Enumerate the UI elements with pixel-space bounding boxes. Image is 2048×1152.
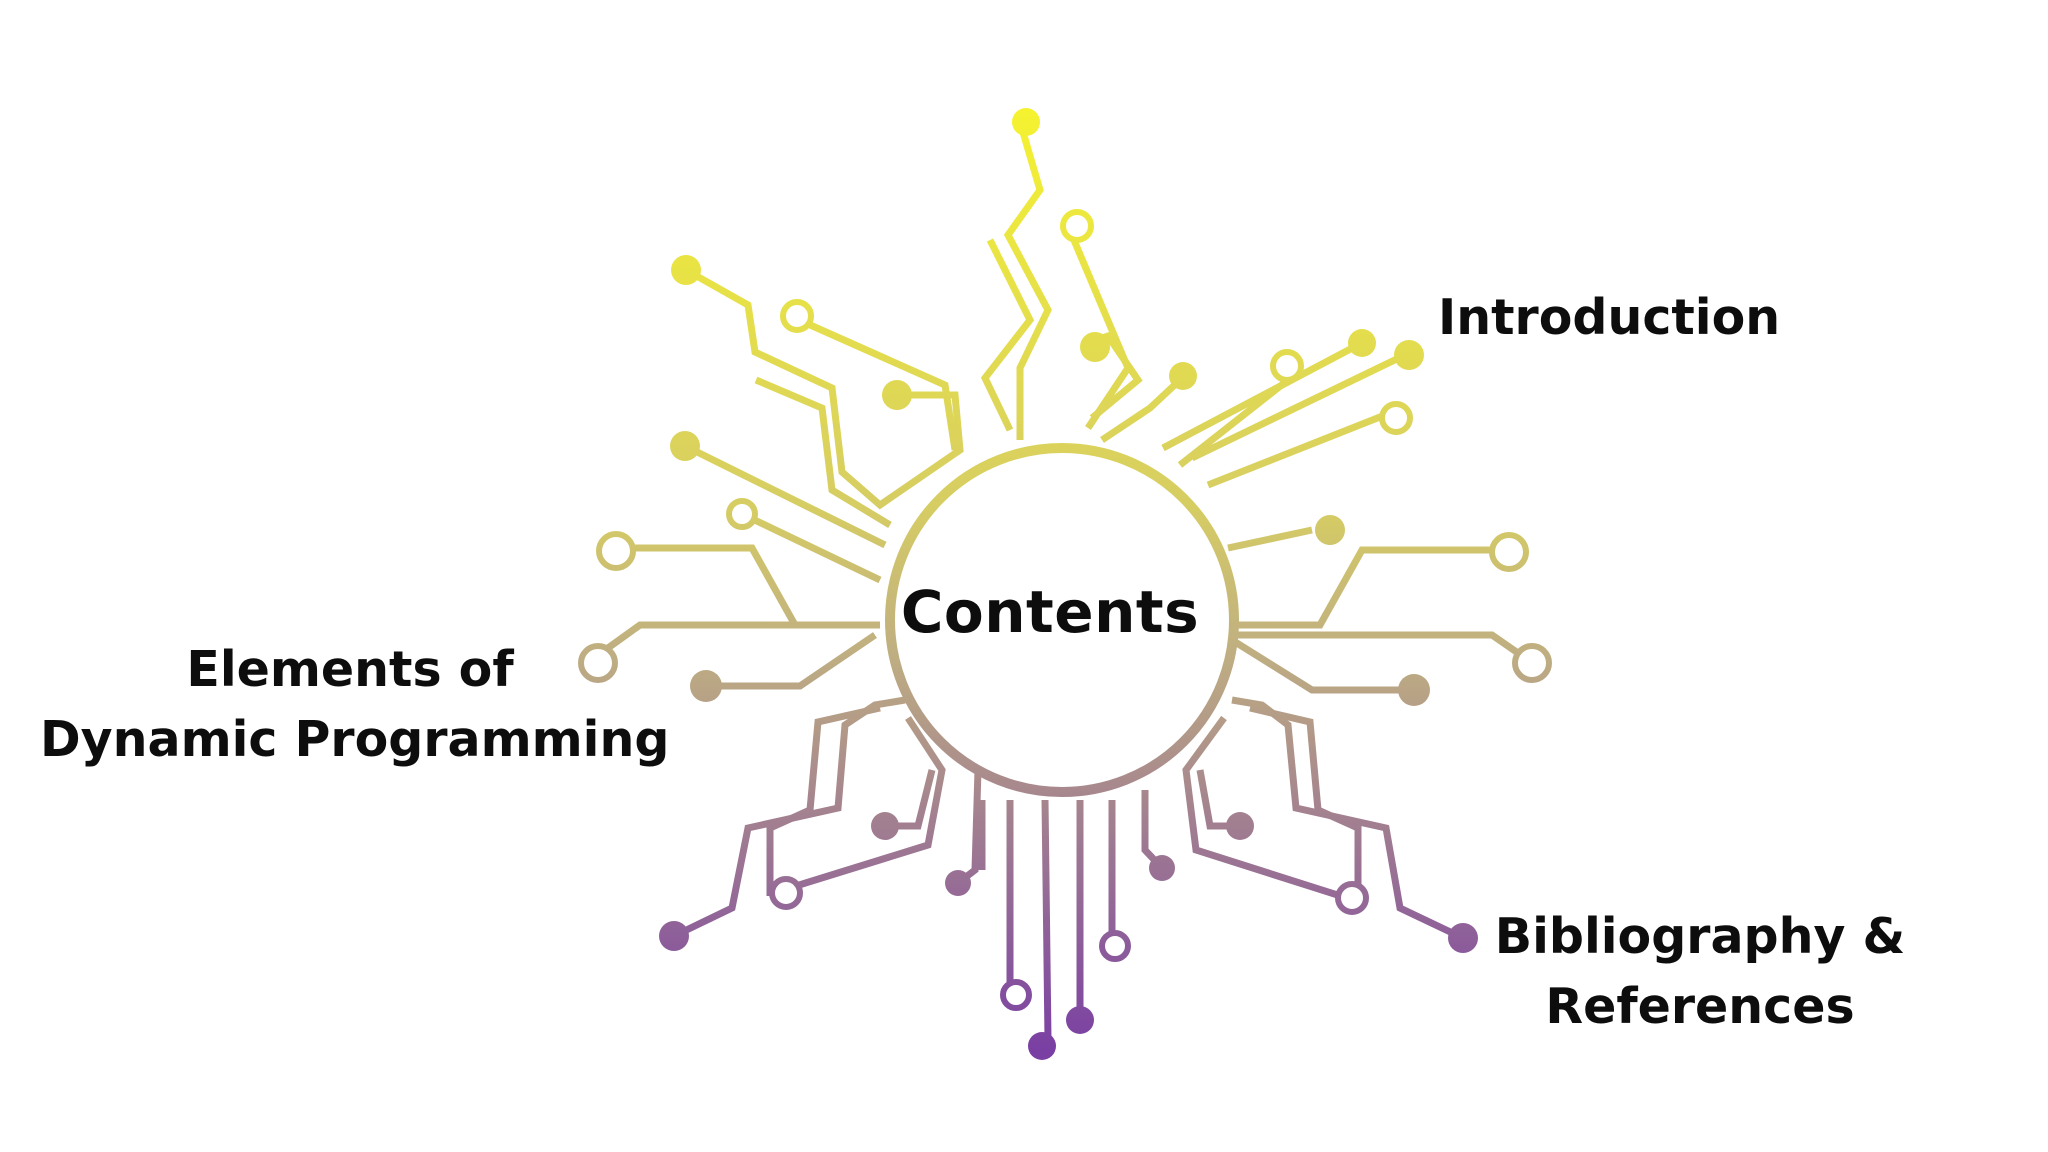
topic-elements-line-1: Elements of [186,641,514,698]
hub-ring [885,443,1239,797]
topic-introduction: Introduction [1438,283,1780,353]
topic-elements-of-dp: Elements of Dynamic Programming [40,635,670,775]
circuit-nodes-hollow [578,209,1552,1011]
topic-elements-line-2: Dynamic Programming [40,711,670,768]
circuit-traces [591,121,1530,1041]
hub-title: Contents [900,578,1200,646]
topic-introduction-label: Introduction [1438,289,1781,346]
topic-bibliography: Bibliography & References [1480,902,1920,1042]
topic-bibliography-line-1: Bibliography & [1494,908,1906,965]
topic-bibliography-line-2: References [1545,978,1855,1035]
circuit-nodes-filled [659,108,1478,1060]
